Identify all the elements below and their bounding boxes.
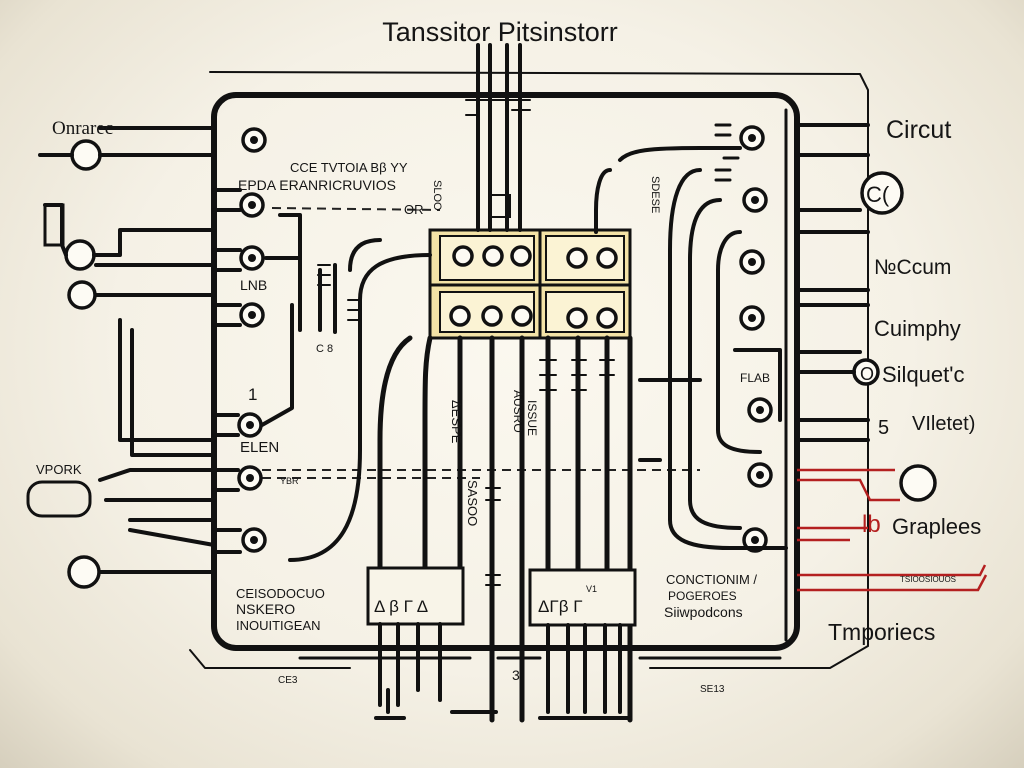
label-vertical-5: SDESE (649, 176, 661, 213)
label-box-header-1: CCE TVTOIA Bβ YY (290, 160, 408, 175)
inner-left-wires (260, 213, 432, 562)
label-bottom-left-1: CEISODOCUO (236, 586, 325, 601)
bottom-module-left (366, 566, 498, 720)
label-or: OR (404, 202, 424, 217)
label-box-header-2: EPDA ERANRICRUVIOS (238, 177, 396, 193)
label-vertical-3: AUSRO (511, 390, 525, 433)
label-lb-mark: lb (862, 511, 881, 538)
label-vertical-1: ΔESPE (449, 400, 464, 444)
label-left-top: Onrarec (52, 118, 113, 139)
red-wires (797, 468, 988, 592)
label-tiny-right: TSIOOSIOUOS (900, 575, 956, 584)
label-bottom-right-2: POGEROES (668, 589, 737, 603)
label-vilelet: VIletet) (912, 413, 975, 435)
label-bottom-right-3: Siiwpodcons (664, 604, 743, 620)
top-leads (476, 43, 522, 232)
bottom-module-right (528, 568, 637, 720)
label-ybr: YBR (280, 476, 299, 486)
label-o-mark: O (860, 364, 874, 384)
vpork-box (26, 480, 92, 518)
label-module-left: Δ β Γ Δ (374, 597, 428, 616)
label-c-symbol: C( (866, 182, 890, 207)
right-terminals (739, 125, 937, 553)
label-cuimphy: Cuimphy (874, 316, 961, 341)
label-ccum: №Ccum (874, 256, 951, 279)
label-graplees: Graplees (892, 514, 981, 539)
right-wires (594, 123, 870, 550)
label-lnb: LNB (240, 277, 267, 293)
label-vertical-6: SLOO (431, 180, 443, 211)
label-one: 1 (248, 385, 257, 404)
label-tmporiecs: Tmporiecs (828, 619, 935, 645)
label-s-mark: 5 (878, 417, 889, 439)
label-foot-right: SE13 (700, 684, 725, 695)
dash-line-top (271, 207, 441, 211)
label-v1: V1 (586, 584, 597, 594)
label-vertical-4: ISSUE (525, 400, 539, 436)
label-vertical-2: SASOO (465, 480, 480, 526)
label-vpork: VPORK (36, 462, 82, 477)
label-v3: 3 (512, 667, 520, 683)
transistor-block (428, 228, 632, 340)
left-wires (38, 126, 242, 574)
label-foot-left: CE3 (278, 675, 298, 686)
label-bottom-right-1: CONCTIONIM / (666, 572, 757, 587)
diagram-title: Tanssitor Pitsinstorr (382, 17, 618, 47)
label-c8: C 8 (316, 343, 333, 355)
label-module-right: ΔΓβ Γ (538, 597, 583, 616)
label-circuit: Circut (886, 116, 951, 144)
label-elen: ELEN (240, 439, 279, 456)
label-bottom-left-3: INOUITIGEAN (236, 618, 321, 633)
label-bottom-left-2: NSKERO (236, 601, 295, 617)
label-silquet: Silquet'c (882, 362, 964, 387)
label-flab: FLAB (740, 371, 770, 385)
down-wires (377, 335, 633, 723)
